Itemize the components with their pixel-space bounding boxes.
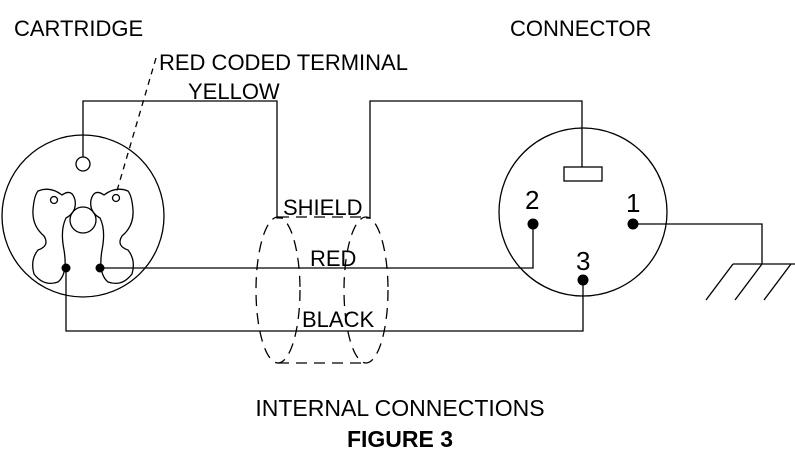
cartridge-label: CARTRIDGE <box>14 16 143 41</box>
right-terminal-hole <box>111 193 121 203</box>
diagram-title: INTERNAL CONNECTIONS <box>255 395 544 421</box>
pin-3-dot <box>577 274 589 286</box>
cable-jacket-right <box>343 216 389 364</box>
pin-2-dot <box>527 218 539 230</box>
black-wire <box>65 268 584 332</box>
yellow-label: YELLOW <box>188 79 280 104</box>
pin-3-number: 3 <box>576 246 590 276</box>
shield-terminal <box>75 156 91 172</box>
shield-wire-connector <box>366 100 583 219</box>
cartridge-outline <box>1 134 165 298</box>
shield-wire-cartridge <box>82 100 283 219</box>
black-label: BLACK <box>302 307 374 332</box>
cartridge-symbol <box>1 134 165 298</box>
pin-1-number: 1 <box>626 188 640 218</box>
cable-jacket-left <box>255 216 301 364</box>
pin-2-number: 2 <box>525 185 539 215</box>
red-label: RED <box>310 246 356 271</box>
ground-symbol-icon <box>705 263 795 301</box>
red-wire <box>100 224 534 269</box>
connector-label: CONNECTOR <box>510 16 651 41</box>
left-terminal-hole <box>49 195 59 205</box>
center-post <box>69 206 97 234</box>
red-coded-terminal-label: RED CODED TERMINAL <box>159 50 408 75</box>
ground-wire <box>633 223 763 264</box>
connector-outline <box>498 127 668 297</box>
shield-label: SHIELD <box>283 195 362 220</box>
red-coded-terminal-leader <box>115 57 157 195</box>
figure-number: FIGURE 3 <box>347 426 453 452</box>
right-terminal <box>90 188 134 285</box>
left-terminal <box>32 188 76 285</box>
connector-key <box>563 166 603 182</box>
xlr-connector-symbol: 2 1 3 <box>498 127 668 297</box>
